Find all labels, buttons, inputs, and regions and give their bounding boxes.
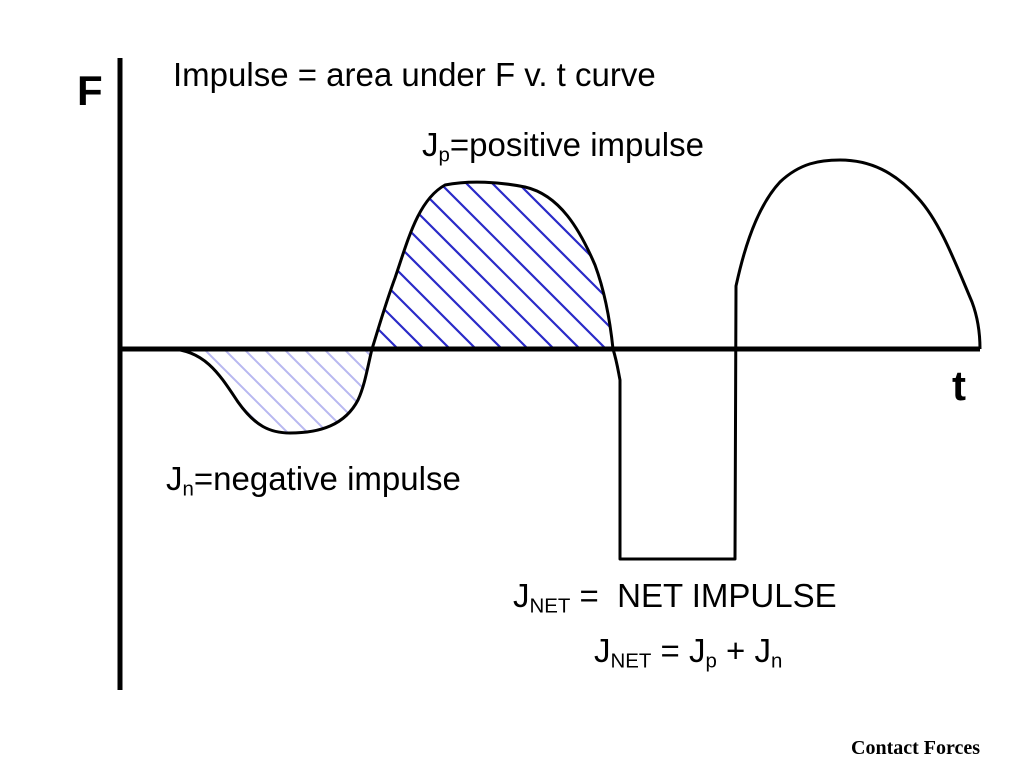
- force-curve: [169, 158, 982, 561]
- negative-impulse-label: Jn=negative impulse: [166, 460, 461, 501]
- slide-footer: Contact Forces: [851, 737, 981, 759]
- time-axis-label: t: [952, 362, 966, 409]
- diagram-title: Impulse = area under F v. t curve: [173, 56, 656, 93]
- force-axis-label: F: [77, 67, 103, 114]
- positive-impulse-hatch: [372, 182, 613, 349]
- net-impulse-label: JNET = NET IMPULSE: [513, 577, 837, 618]
- net-impulse-equation: JNET = Jp + Jn: [594, 632, 783, 673]
- positive-impulse-label: Jp=positive impulse: [422, 126, 704, 167]
- negative-impulse-hatch: [170, 349, 372, 433]
